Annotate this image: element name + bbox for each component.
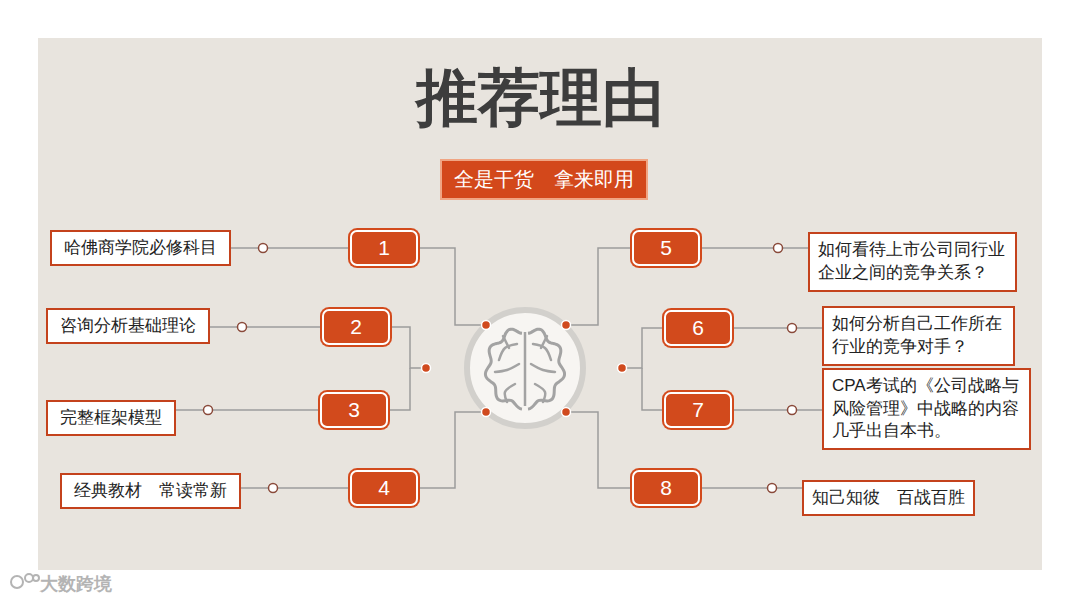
connector-dot — [269, 484, 278, 493]
reason-box: 如何分析自己工作所在行业的竞争对手？ — [822, 306, 1015, 366]
box-text: 经典教材 常读常新 — [74, 480, 227, 503]
connector-dot — [788, 324, 797, 333]
box-text: 完整框架模型 — [60, 407, 162, 430]
connector — [231, 247, 348, 249]
reason-box: CPA考试的《公司战略与风险管理》中战略的内容几乎出自本书。 — [822, 368, 1031, 451]
connector — [210, 326, 320, 328]
box-text: 全是干货 拿来即用 — [454, 166, 634, 193]
box-text: 哈佛商学院必修科目 — [64, 237, 217, 260]
title: 推荐理由 — [0, 56, 1080, 140]
connector — [734, 327, 822, 329]
number-box: 3 — [318, 390, 390, 430]
reason-box: 知己知彼 百战百胜 — [802, 480, 975, 517]
box-text: CPA考试的《公司战略与风险管理》中战略的内容几乎出自本书。 — [832, 375, 1021, 444]
connector-dot — [238, 323, 247, 332]
number-box: 5 — [630, 228, 702, 268]
callout-number: 7 — [692, 398, 704, 422]
callout-number: 3 — [348, 398, 360, 422]
connector — [702, 247, 808, 249]
box-text: 咨询分析基础理论 — [60, 315, 196, 338]
callout-number: 8 — [660, 476, 672, 500]
reason-box: 经典教材 常读常新 — [60, 473, 241, 510]
junction-dots — [422, 321, 627, 417]
connector-dot — [774, 244, 783, 253]
box-text: 如何分析自己工作所在行业的竞争对手？ — [832, 313, 1005, 359]
callout-number: 1 — [378, 236, 390, 260]
reason-box: 哈佛商学院必修科目 — [50, 230, 231, 267]
connector-dot — [788, 406, 797, 415]
box-text: 如何看待上市公司同行业企业之间的竞争关系？ — [818, 239, 1007, 285]
tagline-box: 全是干货 拿来即用 — [440, 159, 648, 200]
brain-circle — [467, 310, 583, 426]
number-box: 7 — [662, 390, 734, 430]
watermark: 大数跨境 — [40, 572, 112, 596]
connector — [702, 487, 802, 489]
callout-number: 5 — [660, 236, 672, 260]
number-box: 6 — [662, 308, 734, 348]
reason-box: 如何看待上市公司同行业企业之间的竞争关系？ — [808, 232, 1017, 292]
watermark-logo — [11, 574, 39, 588]
connector-dot — [204, 406, 213, 415]
callout-number: 2 — [350, 315, 362, 339]
connector — [176, 409, 318, 411]
callout-number: 6 — [692, 316, 704, 340]
number-box: 1 — [348, 228, 420, 268]
connector-dot — [259, 244, 268, 253]
connector — [734, 409, 822, 411]
number-box: 8 — [630, 468, 702, 508]
box-text: 知己知彼 百战百胜 — [812, 487, 965, 510]
number-box: 2 — [320, 307, 392, 347]
leader-lines — [390, 248, 662, 488]
connector — [241, 487, 348, 489]
brain-icon — [485, 329, 564, 409]
number-box: 4 — [348, 468, 420, 508]
connector-dot — [768, 484, 777, 493]
reason-box: 完整框架模型 — [46, 400, 176, 437]
reason-box: 咨询分析基础理论 — [46, 308, 210, 345]
callout-number: 4 — [378, 476, 390, 500]
